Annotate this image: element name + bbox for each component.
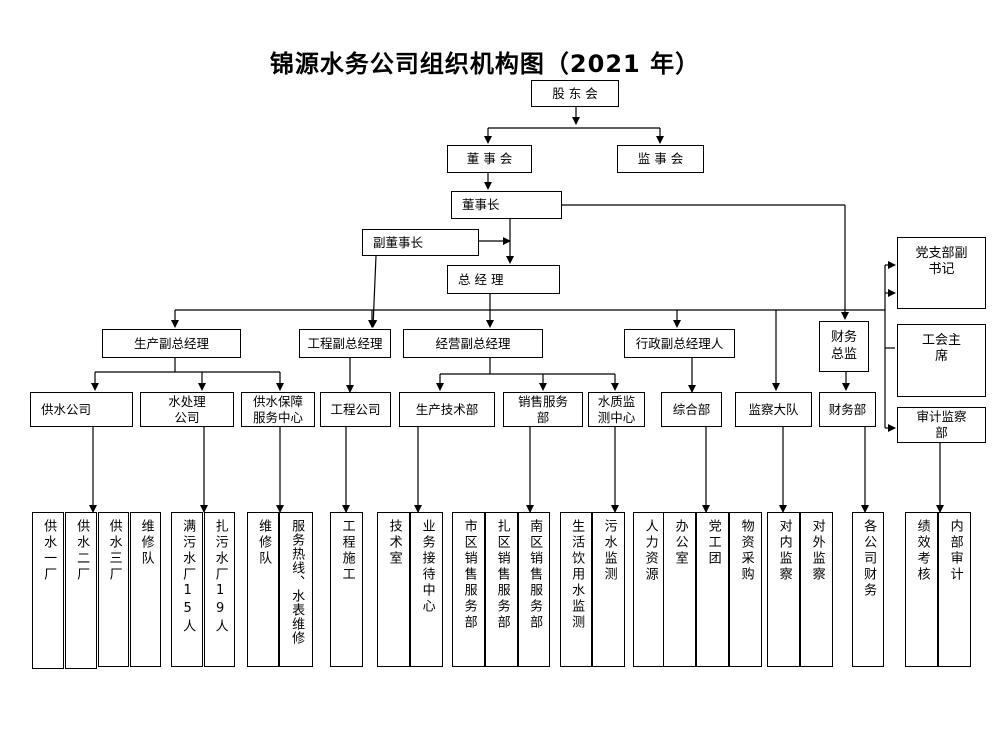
shareholders-box: 股 东 会 <box>531 80 619 107</box>
unit-company-finance: 各公司财务 <box>852 512 884 667</box>
unit-label: 办公室 <box>672 519 688 567</box>
unit-label: 各公司财务 <box>861 519 877 599</box>
unit-plant-3: 供水三厂 <box>98 512 129 667</box>
chairman-box: 董事长 <box>451 191 562 219</box>
supply-service-center-box: 供水保障服务中心 <box>241 392 315 427</box>
unit-performance: 绩效考核 <box>905 512 938 667</box>
admin-vice-gm-box: 行政副总经理人 <box>624 329 735 358</box>
unit-label: 污水监测 <box>601 519 617 583</box>
unit-manwu-plant: 满污水厂15人 <box>171 512 203 667</box>
audit-dept-box: 审计监察部 <box>897 407 986 443</box>
unit-label: 工程施工 <box>339 519 355 583</box>
unit-hotline: 服务热线、水表维修 <box>279 512 313 667</box>
unit-label: 生活饮用水监测 <box>569 519 585 631</box>
unit-south-sales: 南区销售服务部 <box>518 512 550 667</box>
unit-label: 供水三厂 <box>106 519 122 583</box>
unit-reception: 业务接待中心 <box>410 512 443 667</box>
unit-label: 党工团 <box>705 519 721 567</box>
production-vice-gm-box: 生产副总经理 <box>102 329 241 358</box>
unit-label: 扎区销售服务部 <box>494 519 510 631</box>
unit-label: 物资采购 <box>738 519 754 583</box>
unit-drinking-water: 生活饮用水监测 <box>560 512 592 667</box>
unit-label: 服务热线、水表维修 <box>289 519 305 645</box>
engineering-co-box: 工程公司 <box>320 392 391 427</box>
unit-label: 对外监察 <box>809 519 825 583</box>
unit-zhawu-plant: 扎污水厂19人 <box>204 512 235 667</box>
prod-tech-dept-box: 生产技术部 <box>399 392 495 427</box>
unit-office: 办公室 <box>663 512 696 667</box>
unit-label: 供水二厂 <box>74 519 90 583</box>
unit-hr: 人力资源 <box>633 512 666 667</box>
unit-label: 业务接待中心 <box>419 519 435 615</box>
unit-maintenance-team: 维修队 <box>130 512 161 667</box>
unit-label: 对内监察 <box>776 519 792 583</box>
finance-dept-box: 财务部 <box>819 392 876 427</box>
unit-label: 维修队 <box>256 519 272 567</box>
unit-plant-2: 供水二厂 <box>65 512 97 669</box>
unit-internal-audit: 内部审计 <box>938 512 971 667</box>
unit-label: 扎污水厂19人 <box>212 519 228 635</box>
inspection-team-box: 监察大队 <box>735 392 812 427</box>
party-secretary-box: 党支部副书记 <box>897 237 986 309</box>
unit-repair-team: 维修队 <box>247 512 279 667</box>
unit-label: 供水一厂 <box>41 519 57 583</box>
water-treatment-co-box: 水处理公司 <box>140 392 234 427</box>
unit-label: 维修队 <box>138 519 154 567</box>
unit-label: 市区销售服务部 <box>461 519 477 631</box>
sales-service-dept-box: 销售服务部 <box>503 392 583 427</box>
unit-internal-inspection: 对内监察 <box>767 512 800 667</box>
unit-label: 满污水厂15人 <box>180 519 196 635</box>
unit-construction: 工程施工 <box>330 512 363 667</box>
unit-label: 南区销售服务部 <box>527 519 543 631</box>
unit-external-inspection: 对外监察 <box>800 512 833 667</box>
general-manager-box: 总 经 理 <box>447 265 560 294</box>
general-affairs-box: 综合部 <box>661 392 722 427</box>
unit-sewage-monitor: 污水监测 <box>592 512 625 667</box>
unit-city-sales: 市区销售服务部 <box>452 512 485 667</box>
unit-zha-sales: 扎区销售服务部 <box>485 512 518 667</box>
unit-label: 技术室 <box>386 519 402 567</box>
finance-director-box: 财务总监 <box>819 321 869 372</box>
unit-party-league: 党工团 <box>696 512 729 667</box>
unit-procurement: 物资采购 <box>729 512 762 667</box>
water-supply-co-box: 供水公司 <box>30 392 133 427</box>
unit-label: 人力资源 <box>642 519 658 583</box>
engineering-vice-gm-box: 工程副总经理 <box>299 329 391 358</box>
unit-label: 内部审计 <box>947 519 963 583</box>
union-chair-box: 工会主席 <box>897 324 986 397</box>
unit-tech-office: 技术室 <box>377 512 410 667</box>
page-title: 锦源水务公司组织机构图（2021 年） <box>269 50 701 78</box>
unit-label: 绩效考核 <box>914 519 930 583</box>
business-vice-gm-box: 经营副总经理 <box>403 329 543 358</box>
unit-plant-1: 供水一厂 <box>32 512 64 669</box>
supervisors-box: 监 事 会 <box>617 145 704 173</box>
vice-chairman-box: 副董事长 <box>362 229 479 256</box>
board-box: 董 事 会 <box>447 145 532 173</box>
water-quality-center-box: 水质监测中心 <box>588 392 645 427</box>
